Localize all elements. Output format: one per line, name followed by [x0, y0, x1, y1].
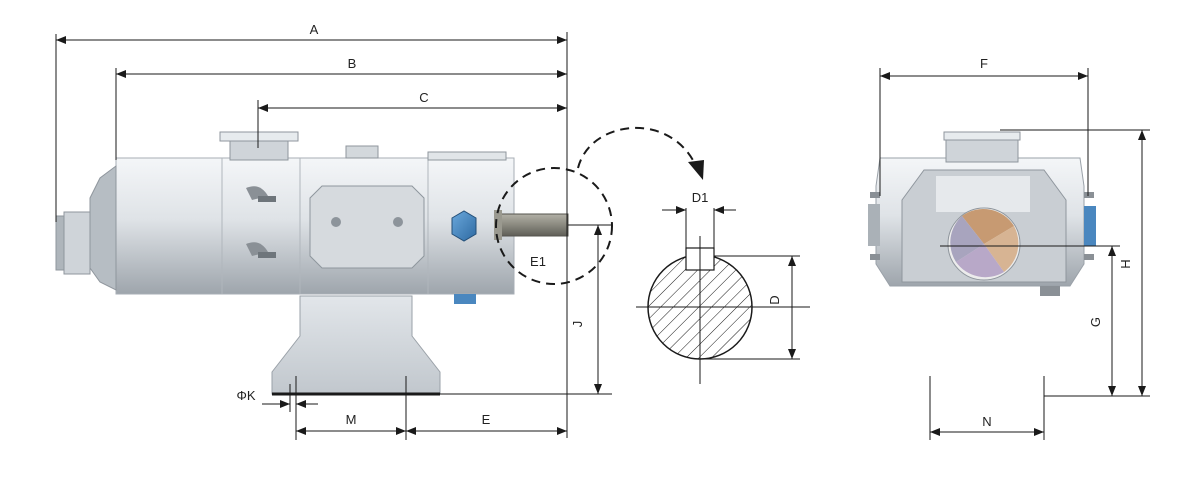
label-D1: D1 — [692, 190, 709, 205]
shaft-section-detail: D1 D — [636, 190, 810, 384]
front-view-pump — [868, 131, 1096, 296]
label-H: H — [1118, 259, 1133, 268]
label-J: J — [570, 321, 585, 328]
label-K: ΦK — [236, 388, 255, 403]
label-N: N — [982, 414, 991, 429]
front-view-dimensions: F H G N — [879, 56, 1150, 440]
label-D: D — [767, 295, 782, 304]
label-A: A — [310, 22, 319, 37]
label-F: F — [980, 56, 988, 71]
label-C: C — [419, 90, 428, 105]
side-view-pump — [55, 131, 569, 396]
side-view-dimensions: A B C E1 J ΦK M E — [55, 22, 704, 440]
label-M: M — [346, 412, 357, 427]
label-B: B — [348, 56, 357, 71]
label-E: E — [482, 412, 491, 427]
label-E1: E1 — [530, 254, 546, 269]
label-G: G — [1088, 317, 1103, 327]
